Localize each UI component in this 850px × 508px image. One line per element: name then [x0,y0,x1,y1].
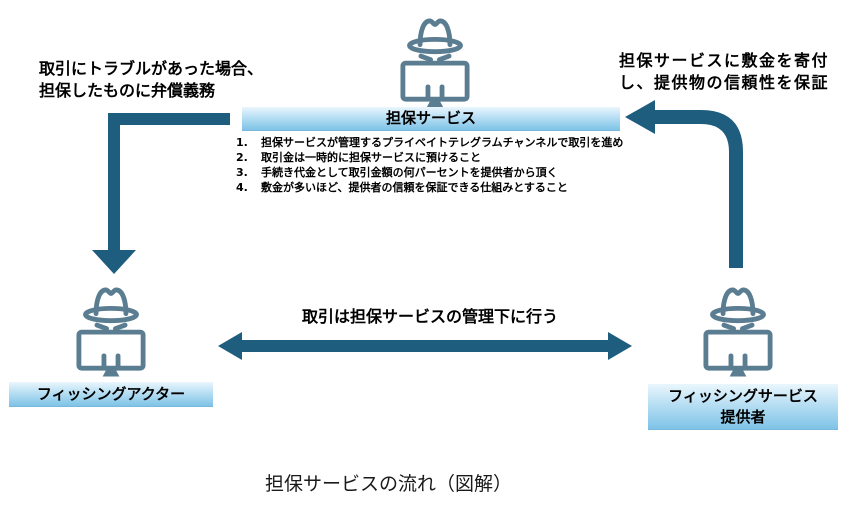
fedora-hat-icon [417,18,453,48]
fedora-hat-icon [720,287,756,317]
label-phishing-provider: フィッシングサービス 提供者 [648,384,838,430]
monitor-stand-icon [729,368,747,377]
monitor-stand-icon [102,368,120,377]
right-eye-icon [436,53,452,63]
list-item-number: 2. [236,151,248,164]
list-item-text: 取引金は一時的に担保サービスに預けること [261,151,481,164]
list-item: 4. 敷金が多いほど、提供者の信頼を保証できる仕組みとすること [236,180,646,195]
fedora-hat-icon [93,287,129,317]
list-item: 1. 担保サービスが管理するプライベイトテレグラムチャンネルで取引を進め [236,135,646,150]
monitor-icon [76,329,146,371]
list-item-number: 3. [236,166,248,179]
label-phishing-actor: フィッシングアクター [9,382,213,407]
list-item-text: 手続き代金として取引金額の何パーセントを提供者から頂く [261,166,558,179]
arrow-provider-to-escrow [625,100,743,268]
list-item: 2. 取引金は一時的に担保サービスに預けること [236,150,646,165]
list-item-text: 担保サービスが管理するプライベイトテレグラムチャンネルで取引を進め [261,136,624,149]
monitor-icon [703,329,773,371]
hat-brim-icon [407,36,463,55]
right-eye-icon [739,322,755,332]
left-eye-icon [418,53,434,63]
figure-caption: 担保サービスの流れ（図解） [265,473,513,495]
arrow-actor-provider-bidirectional [218,332,632,360]
escrow-rules-list: 1. 担保サービスが管理するプライベイトテレグラムチャンネルで取引を進め 2. … [236,135,646,195]
hacker-icon-provider [703,287,773,377]
monitor-icon [400,60,470,102]
monitor-stand-icon [426,99,444,108]
list-item-text: 敷金が多いほど、提供者の信頼を保証できる仕組みとすること [261,181,568,194]
left-eye-icon [721,322,737,332]
hat-brim-icon [83,305,139,324]
phishing-actor-label: フィッシングアクター [36,384,186,403]
hat-brim-icon [710,305,766,324]
escrow-service-label: 担保サービス [385,109,476,127]
list-item-number: 4. [236,181,248,194]
label-escrow-service: 担保サービス [242,107,620,131]
annotation-deposit-trust: 担保サービスに敷金を寄付 し、提供物の信頼性を保証 [619,51,830,92]
left-eye-icon [94,322,110,332]
list-item: 3. 手続き代金として取引金額の何パーセントを提供者から頂く [236,165,646,180]
hacker-icon-escrow [400,18,470,108]
phishing-provider-label: フィッシングサービス 提供者 [668,386,818,426]
arrow-escrow-to-actor [92,113,230,274]
list-item-number: 1. [236,136,248,149]
hacker-icon-actor [76,287,146,377]
annotation-transaction-under-escrow: 取引は担保サービスの管理下に行う [301,307,558,326]
right-eye-icon [112,322,128,332]
annotation-trouble-liability: 取引にトラブルがあった場合、 担保したものに弁償義務 [39,59,264,100]
